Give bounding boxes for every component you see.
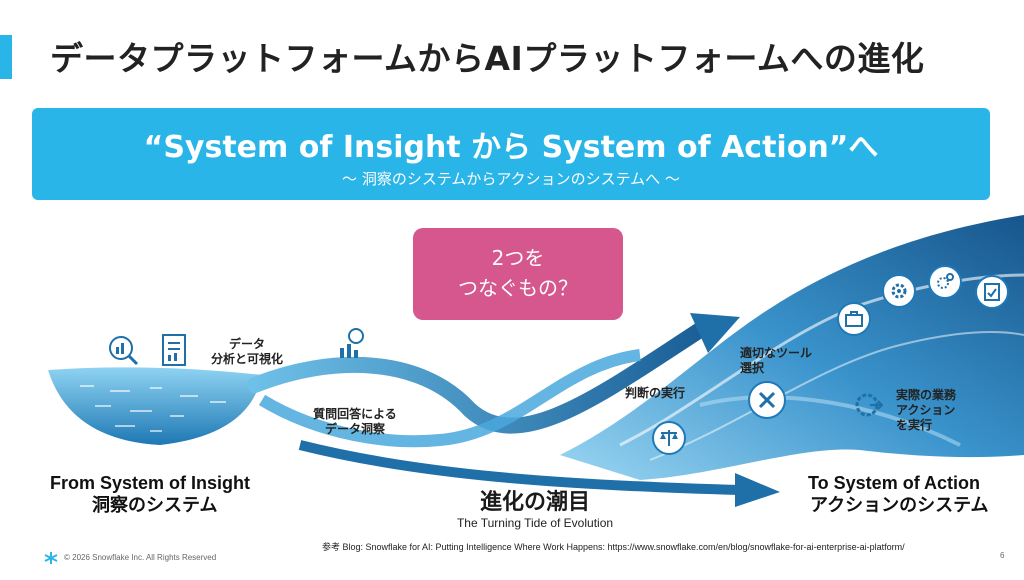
slide-title: データプラットフォームからAIプラットフォームへの進化 (50, 39, 925, 78)
banner-subtitle: 〜 洞察のシステムからアクションのシステムへ 〜 (342, 170, 680, 188)
headline-banner: “System of Insight から System of Action”へ… (32, 108, 990, 200)
copyright: © 2026 Snowflake Inc. All Rights Reserve… (64, 553, 217, 562)
banner-headline: “System of Insight から System of Action”へ (143, 130, 879, 165)
gear-arrow-icon (852, 388, 886, 426)
label-decision: 判断の実行 (624, 386, 685, 400)
label-tool-selection: 適切なツール 選択 (740, 346, 813, 375)
label-business-action: 実際の業務 アクション を実行 (896, 388, 957, 432)
gear-icon (882, 274, 916, 308)
bottom-arrow-head (735, 473, 780, 507)
page-number: 6 (1000, 551, 1005, 560)
center-subtitle: The Turning Tide of Evolution (456, 516, 614, 530)
briefcase-icon (837, 302, 871, 336)
question-callout: 2つを つなぐもの？ (413, 228, 623, 320)
callout-line-2: つなぐもの？ (458, 276, 578, 300)
from-label: From System of Insight 洞察のシステム (50, 473, 251, 515)
upper-arrow-head (690, 313, 740, 353)
snowflake-logo (44, 550, 58, 569)
data-lake (48, 367, 262, 445)
tools-icon (748, 381, 786, 419)
reference-note: 参考 Blog: Snowflake for AI: Putting Intel… (322, 542, 905, 552)
label-qa-insight: 質問回答による データ洞察 (313, 407, 397, 436)
chart-search-icon (336, 326, 368, 364)
gears-icon (928, 265, 962, 299)
to-label: To System of Action アクションのシステム (808, 473, 989, 515)
label-data-analysis: データ 分析と可視化 (210, 337, 283, 366)
center-title: 進化の潮目 (479, 490, 590, 515)
bottom-stream (298, 440, 741, 495)
analytics-icon (106, 333, 140, 371)
title-accent-bar (0, 35, 12, 79)
checklist-icon (975, 275, 1009, 309)
report-icon (160, 333, 190, 373)
lower-stream (258, 349, 641, 448)
upper-stream (247, 322, 708, 434)
callout-line-1: 2つを (491, 246, 545, 270)
scale-icon (652, 421, 686, 455)
